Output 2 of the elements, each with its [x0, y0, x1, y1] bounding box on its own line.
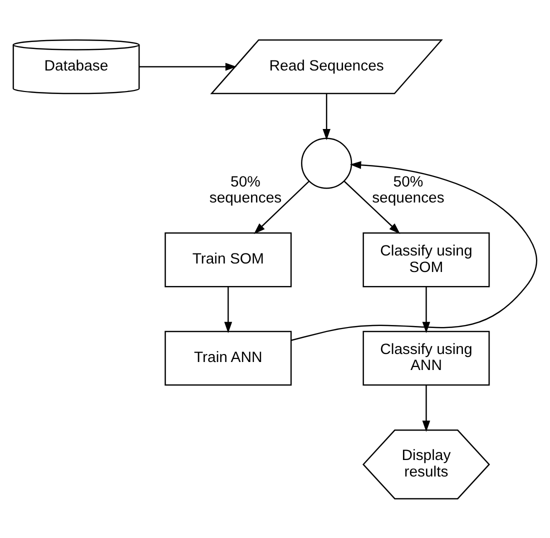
edge-label: 50% sequences	[209, 172, 282, 206]
edge-label: 50% sequences	[372, 172, 444, 206]
